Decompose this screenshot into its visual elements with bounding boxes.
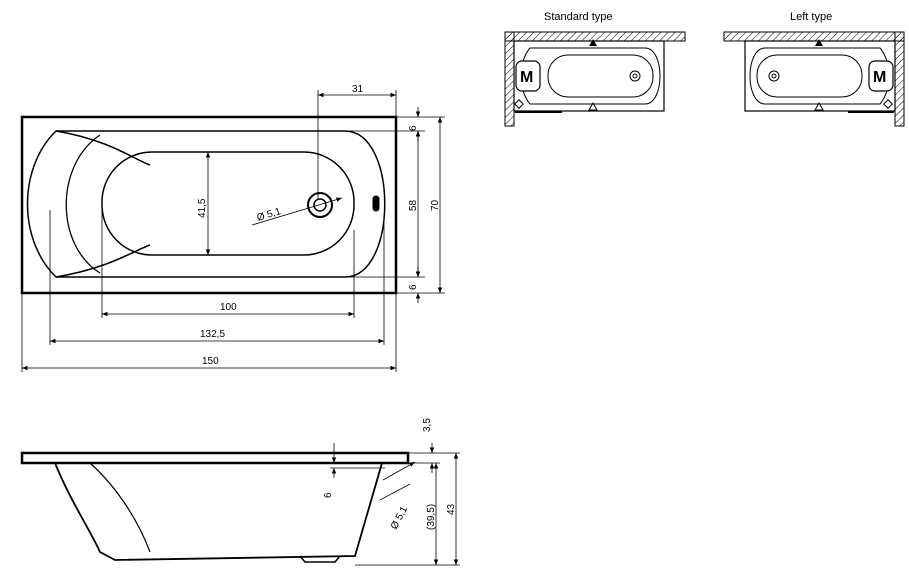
dim-rim-thickness: 3,5 xyxy=(422,418,433,432)
left-wall-top xyxy=(723,31,905,42)
left-type-caption: Left type xyxy=(790,11,832,23)
dim-drain-offset: 31 xyxy=(352,84,364,95)
standard-tub xyxy=(513,40,665,112)
side-drain xyxy=(299,555,341,563)
left-drain-inner xyxy=(771,73,777,79)
standard-marker-bottom xyxy=(588,101,598,111)
dim-overflow-diameter: Ø 5,1 xyxy=(389,504,410,531)
standard-basin xyxy=(547,54,654,98)
left-rim xyxy=(749,47,890,105)
dim-basin-length: 100 xyxy=(220,302,237,313)
standard-marker-top xyxy=(589,39,597,46)
standard-type-caption: Standard type xyxy=(544,11,613,23)
standard-motor-label: M xyxy=(520,69,533,86)
tub-basin xyxy=(101,151,355,256)
side-view xyxy=(20,443,460,566)
side-body xyxy=(54,462,383,561)
left-corner-marker xyxy=(883,99,893,109)
dim-inner-drop: 6 xyxy=(323,492,334,498)
backrest-curve xyxy=(65,134,101,274)
dim-inner-depth: 58 xyxy=(408,199,419,211)
drain-inner xyxy=(313,198,327,212)
dim-drain-diameter: Ø 5,1 xyxy=(256,206,283,224)
left-motor-box xyxy=(868,60,894,92)
standard-type-diagram: Standard type M xyxy=(504,11,686,127)
standard-motor-box xyxy=(515,60,541,92)
headrest-curve-2 xyxy=(55,244,151,278)
standard-drain-icon xyxy=(629,70,641,82)
standard-wall-left xyxy=(504,31,515,127)
left-motor-label: M xyxy=(873,69,886,86)
left-wall-right xyxy=(894,31,905,127)
drain-outer xyxy=(307,192,333,218)
dim-inner-length: 132,5 xyxy=(200,329,225,340)
side-inner-line xyxy=(89,462,151,553)
dim-total-height: 43 xyxy=(446,503,457,515)
left-type-diagram: Left type M xyxy=(723,11,905,127)
overflow-knob xyxy=(372,195,380,212)
dim-basin-width: 41,5 xyxy=(197,198,208,218)
dim-total-depth: 70 xyxy=(430,199,441,211)
tub-outline xyxy=(20,115,398,295)
standard-wall-top xyxy=(504,31,686,42)
dim-inner-height: (39,5) xyxy=(426,504,437,530)
top-view xyxy=(20,90,445,372)
standard-drain-inner xyxy=(632,73,638,79)
left-drain-icon xyxy=(768,70,780,82)
dim-total-length: 150 xyxy=(202,356,219,367)
headrest-curve xyxy=(55,130,151,166)
left-marker-top xyxy=(815,39,823,46)
side-rim xyxy=(20,451,410,465)
top-view-labels: 31 41,5 Ø 5,1 6 58 70 6 100 132,5 150 xyxy=(197,84,441,367)
standard-corner-marker xyxy=(514,99,524,109)
left-marker-bottom xyxy=(814,101,824,111)
left-basin xyxy=(756,54,863,98)
side-view-labels: 3,5 6 Ø 5,1 (39,5) 43 xyxy=(323,418,457,532)
dim-rim-top: 6 xyxy=(408,125,419,131)
dim-rim-bottom: 6 xyxy=(408,284,419,290)
